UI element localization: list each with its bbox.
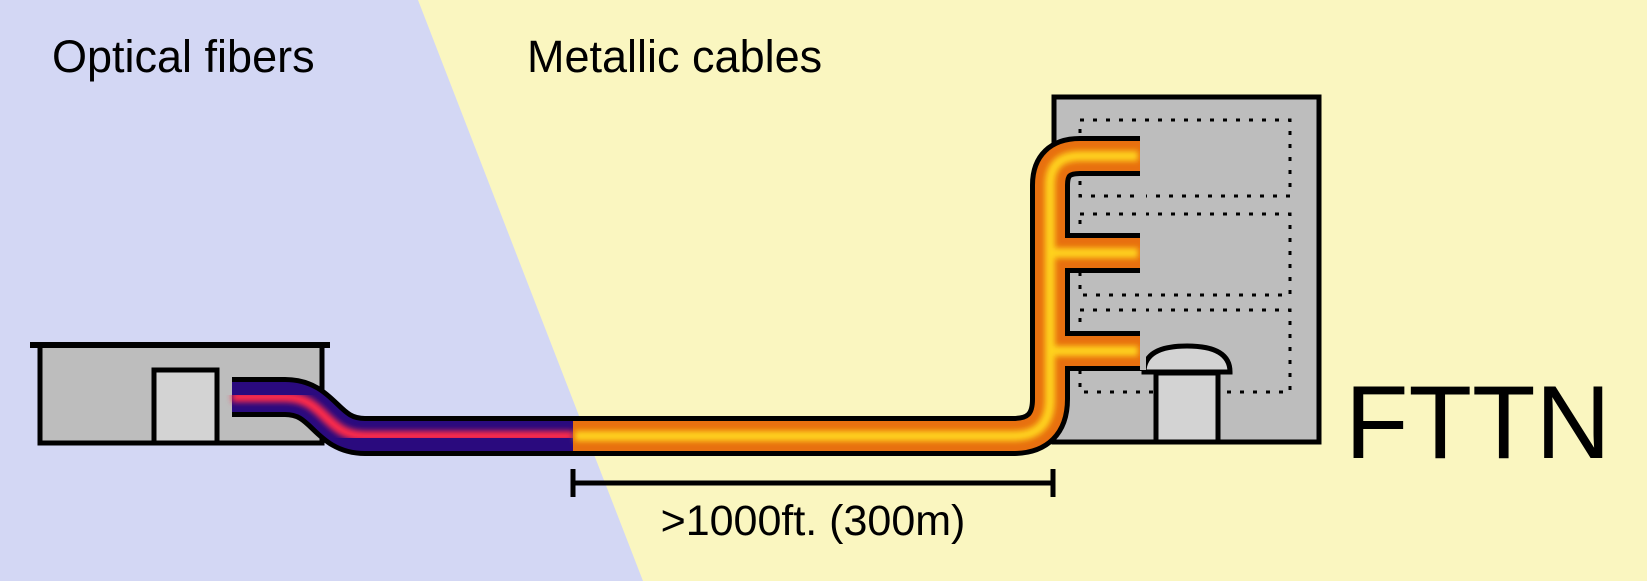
node-hut (1141, 343, 1233, 445)
central-office-door (151, 367, 220, 446)
metallic-cables-label: Metallic cables (527, 31, 822, 82)
optical-fibers-label: Optical fibers (52, 31, 315, 82)
distance-bracket (570, 469, 1056, 497)
metallic-cable (573, 130, 1146, 456)
optical-fiber-cable (232, 377, 573, 456)
fttn-label: FTTN (1345, 365, 1611, 481)
distance-label: >1000ft. (300m) (661, 497, 966, 545)
